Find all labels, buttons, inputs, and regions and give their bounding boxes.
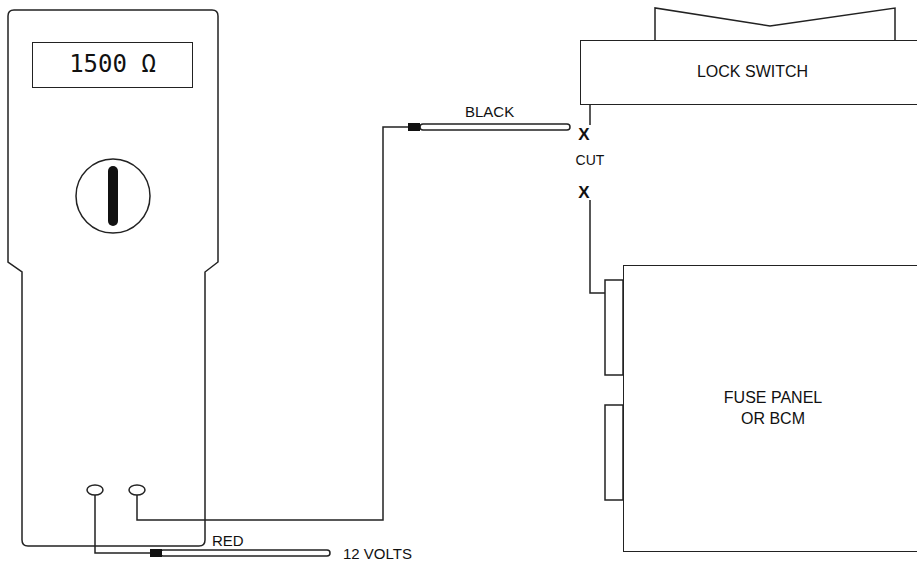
cut-mark: X (578, 184, 589, 201)
jack (87, 485, 103, 495)
meter-display: 1500 Ω (32, 42, 193, 88)
connector-tab (605, 280, 623, 375)
component-label: LOCK SWITCH (697, 62, 808, 83)
wire-color-label: RED (212, 533, 244, 548)
circuit-wire (589, 105, 591, 125)
probe-body (420, 124, 570, 130)
voltage-label: 12 VOLTS (343, 546, 412, 561)
cut-label: CUT (576, 153, 605, 167)
connector-tab (605, 405, 623, 500)
dial-pointer (108, 166, 118, 226)
meter-reading: 1500 Ω (69, 49, 156, 80)
jack (129, 485, 145, 495)
component-box: FUSE PANEL OR BCM (623, 265, 917, 552)
selector-dial (76, 159, 150, 233)
probe-handle (408, 123, 420, 131)
probe-handle (150, 549, 162, 557)
cut-mark: X (578, 126, 589, 143)
component-label: FUSE PANEL OR BCM (713, 388, 833, 430)
probe-body (160, 550, 330, 556)
component-box: LOCK SWITCH (580, 40, 917, 105)
meter-body (8, 10, 218, 546)
switch-rocker (655, 8, 895, 40)
circuit-wire (590, 200, 605, 293)
lead-wire (137, 127, 410, 520)
lead-wire (95, 495, 152, 553)
wire-color-label: BLACK (465, 104, 514, 119)
